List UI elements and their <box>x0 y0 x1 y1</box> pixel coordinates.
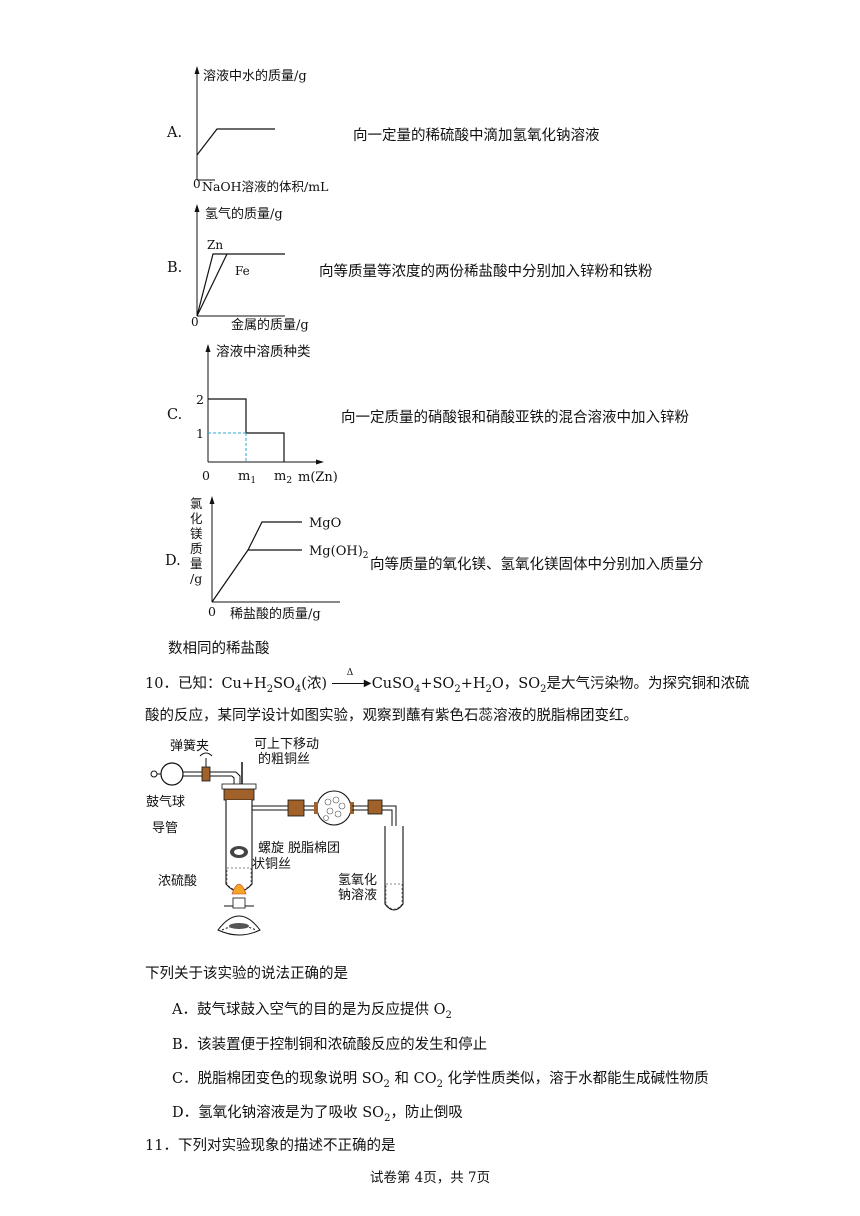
chart-c-step <box>208 398 285 462</box>
chart-c-xtick-m1: m1 <box>238 469 256 486</box>
chart-b-zn-line <box>196 253 285 317</box>
chart-a: 溶液中水的质量/g 0 NaOH溶液的体积/mL <box>193 66 328 194</box>
chart-a-origin: 0 <box>193 177 201 191</box>
label-conc-acid: 浓硫酸 <box>158 874 197 889</box>
svg-text:/g: /g <box>190 571 202 586</box>
label-naoh-2: 钠溶液 <box>338 888 377 903</box>
svg-text:量: 量 <box>190 556 203 571</box>
chart-a-line <box>196 128 275 156</box>
apparatus-figure: 弹簧夹 可上下移动 的粗铜丝 鼓气球 导管 螺旋 状铜丝 脱脂棉团 浓硫酸 氢氧… <box>146 737 404 936</box>
chart-c-origin: 0 <box>202 468 210 483</box>
page-footer: 试卷第 4页，共 7页 <box>369 1170 491 1186</box>
q11-stem: 11．下列对实验现象的描述不正确的是 <box>145 1138 396 1154</box>
q10-option-d: D．氢氧化钠溶液是为了吸收 SO2，防止倒吸 <box>172 1105 463 1124</box>
chart-d-mgo-label: MgO <box>309 516 341 531</box>
svg-text:氯: 氯 <box>190 496 203 511</box>
q10-option-b: B．该装置便于控制铜和浓硫酸反应的发生和停止 <box>172 1037 488 1053</box>
chart-c-ytick-1: 1 <box>196 426 204 441</box>
chart-a-ylabel: 溶液中水的质量/g <box>203 68 307 84</box>
svg-text:质: 质 <box>190 541 203 556</box>
option-d-letter: D. <box>165 553 181 569</box>
option-d-description: 向等质量的氧化镁、氢氧化镁固体中分别加入质量分 <box>370 557 704 573</box>
q10-option-c: C．脱脂棉团变色的现象说明 SO2 和 CO2 化学性质类似，溶于水都能生成碱性… <box>172 1071 709 1090</box>
option-a-letter: A. <box>167 125 183 141</box>
q10-option-a: A．鼓气球鼓入空气的目的是为反应提供 O2 <box>172 1002 452 1021</box>
reaction-arrow: Δ ▶ <box>331 668 372 691</box>
q10-line2: 酸的反应，某同学设计如图实验，观察到蘸有紫色石蕊溶液的脱脂棉团变红。 <box>145 708 638 724</box>
svg-text:化: 化 <box>190 511 203 526</box>
label-air-bulb: 鼓气球 <box>146 794 185 810</box>
label-spiral-1: 螺旋 <box>258 841 284 856</box>
label-cotton: 脱脂棉团 <box>288 841 340 856</box>
label-spring-clip: 弹簧夹 <box>170 738 209 754</box>
chart-d-ylabel: 氯 化 镁 质 量 /g <box>190 496 203 586</box>
option-b-description: 向等质量等浓度的两份稀盐酸中分别加入锌粉和铁粉 <box>319 264 653 280</box>
label-spiral-2: 状铜丝 <box>252 857 291 872</box>
chart-b-xlabel: 金属的质量/g <box>231 317 309 333</box>
chart-d-origin: 0 <box>208 604 216 619</box>
chart-c-ytick-2: 2 <box>196 392 204 407</box>
chart-d: 氯 化 镁 质 量 /g MgO Mg(OH)2 0 稀盐酸的质量/g <box>190 496 369 622</box>
chart-b-ylabel: 氢气的质量/g <box>205 206 283 222</box>
chart-b: 氢气的质量/g Zn Fe 0 金属的质量/g <box>191 204 309 333</box>
chart-d-mgo-line <box>247 521 302 551</box>
q10-stem: 下列关于该实验的说法正确的是 <box>145 966 348 982</box>
option-c-letter: C. <box>167 407 183 423</box>
chart-d-mgoh-label: Mg(OH)2 <box>309 544 369 561</box>
chart-b-zn-label: Zn <box>207 238 223 252</box>
chart-b-fe-line <box>196 253 228 317</box>
chart-b-fe-label: Fe <box>235 264 250 278</box>
option-a-description: 向一定量的稀硫酸中滴加氢氧化钠溶液 <box>353 128 600 144</box>
chart-c: 溶液中溶质种类 2 1 0 m1 m2 m(Zn) <box>196 344 338 486</box>
chart-a-xlabel: NaOH溶液的体积/mL <box>202 179 328 194</box>
label-naoh-1: 氢氧化 <box>338 873 377 888</box>
label-movable-wire-1: 可上下移动 <box>254 737 319 752</box>
option-d-description-cont: 数相同的稀盐酸 <box>168 641 270 657</box>
chart-b-origin: 0 <box>191 315 199 329</box>
chart-c-xlabel: m(Zn) <box>298 470 338 485</box>
label-tube: 导管 <box>152 821 178 836</box>
air-bulb-shape <box>160 762 184 786</box>
chart-c-ylabel: 溶液中溶质种类 <box>216 344 311 360</box>
option-b-letter: B. <box>167 260 183 276</box>
chart-c-xtick-m2: m2 <box>274 469 292 486</box>
label-movable-wire-2: 的粗铜丝 <box>258 751 310 767</box>
chart-d-mgoh-line <box>211 549 302 603</box>
chart-d-xlabel: 稀盐酸的质量/g <box>230 606 321 622</box>
svg-text:镁: 镁 <box>190 526 203 541</box>
cotton-bulb <box>316 790 352 826</box>
option-c-description: 向一定质量的硝酸银和硝酸亚铁的混合溶液中加入锌粉 <box>341 410 689 426</box>
q10-line1: 10．已知：Cu+H2SO4(浓) Δ ▶ CuSO4+SO2+H2O，SO2是… <box>145 668 750 695</box>
